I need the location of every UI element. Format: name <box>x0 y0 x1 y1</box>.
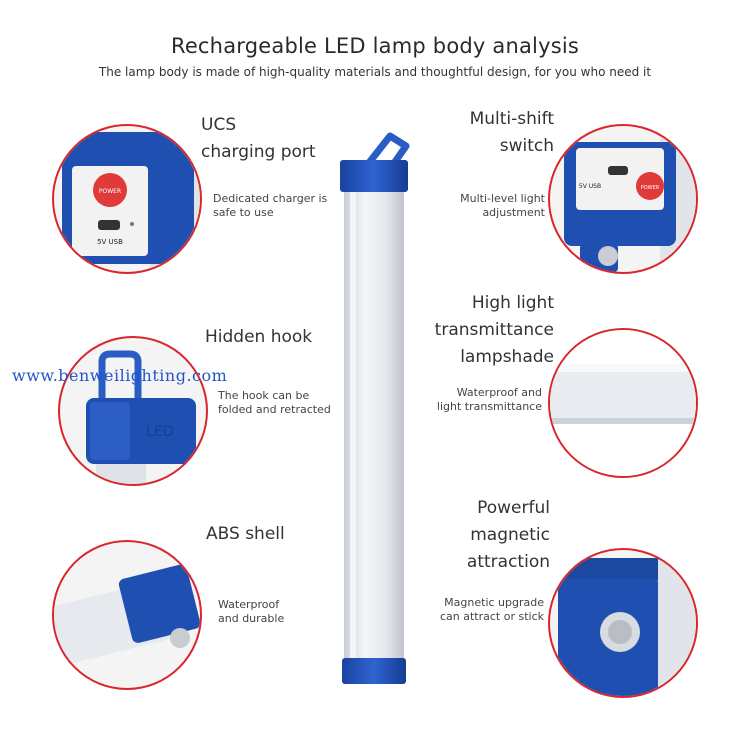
page-subtitle: The lamp body is made of high-quality ma… <box>98 65 652 79</box>
lampshade-circle <box>548 328 698 478</box>
hook-circle: LED <box>58 336 208 486</box>
magnet-desc: Magnetic upgrade can attract or stick <box>439 596 544 623</box>
ucs-port-circle: POWER 5V USB <box>52 124 202 274</box>
ucs-title: UCS charging port <box>201 115 316 162</box>
switch-power-label: POWER <box>641 185 660 191</box>
abs-desc: Waterproof and durable <box>218 598 285 625</box>
lampshade-title: High light transmittance lampshade <box>434 293 554 367</box>
switch-circle: 5V USB POWER <box>548 124 698 274</box>
website-watermark[interactable]: www.benweilighting.com <box>12 366 228 385</box>
magnet-circle <box>548 548 698 698</box>
power-label: POWER <box>99 188 121 195</box>
abs-circle <box>52 540 202 690</box>
usb-label: 5V USB <box>97 238 123 246</box>
lamp-image <box>340 132 410 684</box>
switch-title: Multi-shift switch <box>469 109 554 156</box>
hook-desc: The hook can be folded and retracted <box>218 389 331 416</box>
switch-desc: Multi-level light adjustment <box>460 192 545 219</box>
page-title: Rechargeable LED lamp body analysis <box>170 34 580 58</box>
led-label: LED <box>146 424 173 440</box>
magnet-title: Powerful magnetic attraction <box>466 498 550 572</box>
abs-title: ABS shell <box>206 524 285 544</box>
switch-usb-label: 5V USB <box>579 183 601 190</box>
ucs-desc: Dedicated charger is safe to use <box>213 192 328 219</box>
hook-title: Hidden hook <box>205 327 313 347</box>
lampshade-desc: Waterproof and light transmittance <box>436 386 542 413</box>
